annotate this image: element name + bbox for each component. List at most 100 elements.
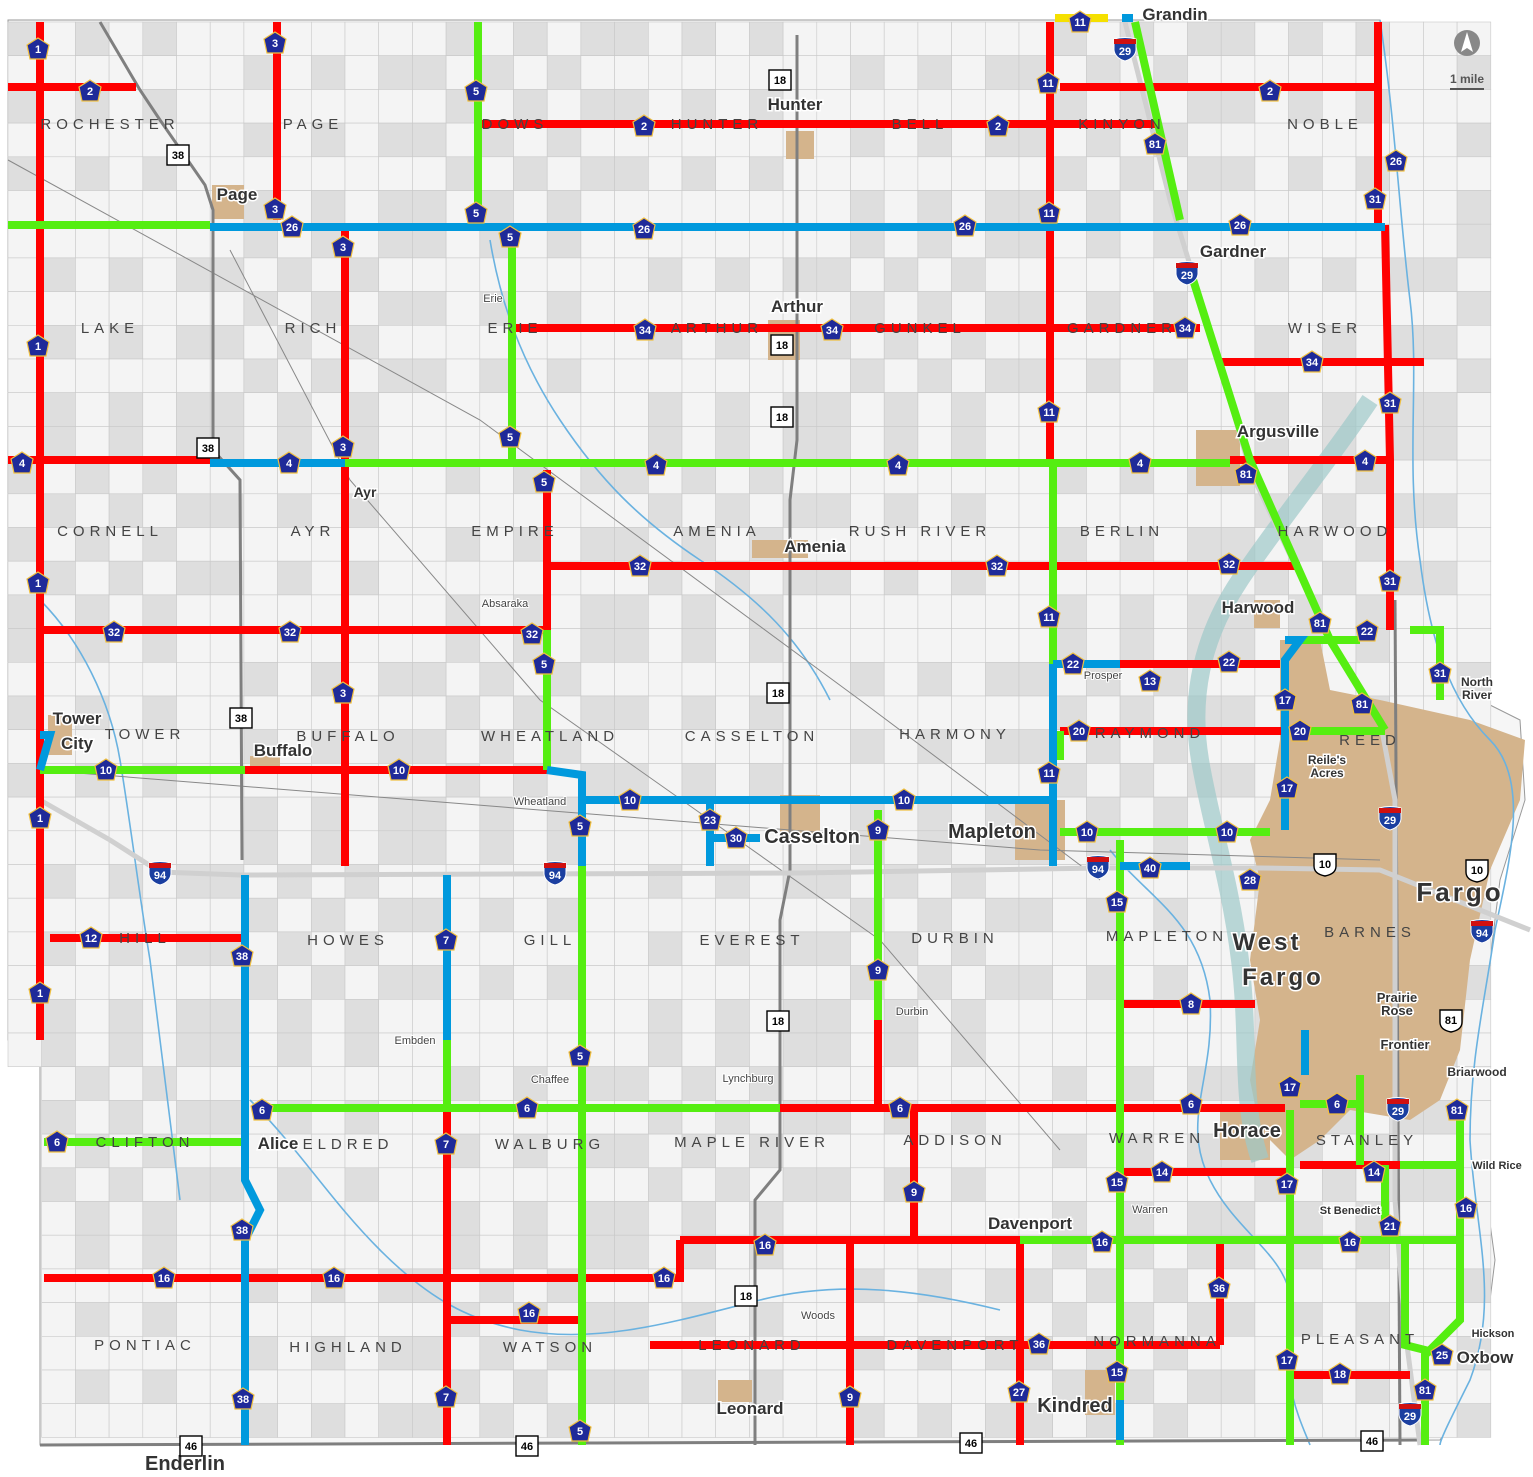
section-cell	[176, 493, 211, 528]
section-cell	[1322, 527, 1357, 562]
township-label: MAPLE RIVER	[674, 1134, 830, 1151]
section-cell	[513, 89, 548, 124]
section-cell	[1187, 358, 1222, 394]
section-cell	[243, 1032, 278, 1068]
section-cell	[445, 965, 481, 1000]
section-cell	[1153, 830, 1188, 865]
section-cell	[1187, 527, 1222, 562]
section-cell	[647, 1403, 683, 1438]
township-label: WHEATLAND	[481, 728, 619, 745]
township-label: CASSELTON	[685, 728, 819, 745]
section-cell	[277, 897, 312, 933]
section-cell	[513, 1268, 548, 1303]
section-cell	[479, 897, 514, 933]
section-cell	[1456, 1403, 1492, 1438]
section-cell	[1254, 1201, 1289, 1236]
section-cell	[647, 156, 683, 191]
city-label: Leonard	[716, 1399, 783, 1418]
state-highway-number: 46	[965, 1438, 977, 1450]
section-cell	[782, 965, 818, 1000]
section-cell	[1322, 1268, 1357, 1303]
section-cell	[1220, 493, 1256, 528]
section-cell	[1119, 1403, 1155, 1438]
section-cell	[614, 358, 649, 394]
section-cell	[749, 190, 784, 225]
section-cell	[412, 89, 447, 124]
section-cell	[816, 21, 851, 57]
section-cell	[277, 1268, 312, 1303]
section-cell	[41, 1336, 76, 1371]
pentagon-shield-icon	[434, 1385, 458, 1408]
section-cell	[310, 122, 346, 158]
section-cell	[412, 1302, 447, 1337]
section-cell	[1086, 392, 1121, 427]
city-label: Briarwood	[1447, 1065, 1506, 1079]
county-road-shield: 5	[532, 652, 556, 675]
section-cell	[176, 358, 211, 394]
county-road-number: 34	[639, 325, 652, 337]
section-cell	[1355, 1268, 1391, 1303]
county-road-number: 32	[634, 561, 646, 573]
pentagon-shield-icon	[1207, 1276, 1231, 1299]
state-highway-shield: 38	[229, 707, 253, 729]
section-cell	[344, 830, 380, 865]
section-cell	[917, 695, 952, 731]
section-cell	[513, 1234, 548, 1270]
township-label: PLEASANT	[1301, 1331, 1419, 1348]
county-road-shield: 2	[78, 79, 102, 102]
section-cell	[917, 426, 952, 461]
section-cell	[1052, 1268, 1087, 1303]
county-road-shield: 5	[464, 201, 488, 224]
section-cell	[715, 1133, 750, 1169]
section-cell	[647, 21, 683, 57]
county-road-number: 9	[875, 825, 881, 837]
section-cell	[614, 257, 649, 292]
section-cell	[580, 1302, 615, 1337]
section-cell	[75, 392, 110, 427]
section-cell	[883, 190, 919, 225]
section-cell	[41, 223, 76, 259]
section-cell	[1018, 1403, 1054, 1438]
pentagon-shield-icon	[10, 451, 34, 474]
section-cell	[1456, 55, 1492, 90]
county-road-shield: 16	[652, 1266, 676, 1289]
county-road-number: 81	[1149, 139, 1161, 151]
county-road-number: 11	[1043, 407, 1055, 419]
section-cell	[108, 223, 144, 259]
pentagon-shield-icon	[632, 114, 656, 137]
section-cell	[142, 459, 177, 495]
section-cell	[917, 998, 952, 1034]
state-highway-number: 18	[776, 340, 788, 352]
section-cell	[647, 1302, 683, 1337]
section-cell	[209, 594, 245, 629]
section-cell	[681, 1369, 717, 1405]
township-label: ARTHUR	[671, 320, 763, 337]
section-cell	[108, 1302, 144, 1337]
pentagon-shield-icon	[1445, 1098, 1469, 1121]
section-cell	[310, 358, 346, 394]
interstate-shield-band	[1399, 1404, 1421, 1409]
section-cell	[479, 1133, 514, 1169]
section-cell	[243, 594, 278, 629]
section-cell	[1018, 1268, 1054, 1303]
section-cell	[850, 1302, 885, 1337]
pentagon-shield-icon	[277, 451, 301, 474]
county-road-number: 6	[54, 1137, 60, 1149]
section-cell	[1153, 1268, 1188, 1303]
section-cell	[984, 763, 1020, 798]
section-cell	[1052, 965, 1087, 1000]
interstate-number: 94	[154, 870, 167, 882]
section-cell	[209, 897, 245, 933]
section-cell	[142, 1066, 177, 1101]
section-cell	[209, 998, 245, 1034]
section-cell	[984, 695, 1020, 731]
section-cell	[108, 1336, 144, 1371]
section-cell	[1220, 324, 1256, 360]
section-cell	[816, 190, 851, 225]
township-label: AMENIA	[673, 523, 761, 540]
township-label: CORNELL	[57, 523, 163, 540]
city-label: Page	[217, 185, 258, 204]
section-cell	[984, 55, 1020, 90]
section-cell	[243, 324, 278, 360]
